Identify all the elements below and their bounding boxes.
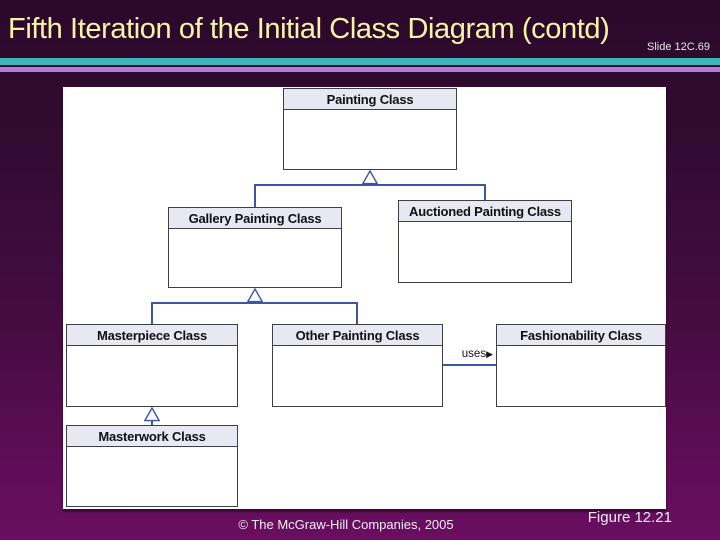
connector-line: [151, 302, 358, 304]
class-box-other-painting-title: Other Painting Class: [273, 325, 442, 346]
class-box-painting: Painting Class: [283, 88, 457, 170]
association-label-text: uses: [461, 348, 487, 360]
class-box-gallery-painting-title: Gallery Painting Class: [169, 208, 341, 229]
class-box-other-painting: Other Painting Class: [272, 324, 443, 407]
association-label: uses▶: [433, 348, 493, 360]
connector-line: [356, 302, 358, 324]
class-box-fashionability-title: Fashionability Class: [497, 325, 665, 346]
association-direction-arrow-icon: ▶: [486, 349, 493, 359]
class-box-other-painting-body: [273, 346, 442, 406]
class-box-auctioned-painting-body: [399, 222, 571, 282]
connector-line: [151, 302, 153, 324]
slide-number: Slide 12C.69: [647, 41, 710, 53]
association-line: [443, 364, 496, 366]
class-box-masterpiece: Masterpiece Class: [66, 324, 238, 407]
class-box-masterpiece-title: Masterpiece Class: [67, 325, 237, 346]
class-box-gallery-painting-body: [169, 229, 341, 287]
class-box-masterwork-title: Masterwork Class: [67, 426, 237, 447]
generalization-triangle-icon: [144, 407, 160, 422]
generalization-triangle-icon: [362, 170, 378, 185]
connector-line: [254, 184, 256, 207]
class-box-gallery-painting: Gallery Painting Class: [168, 207, 342, 288]
class-box-painting-body: [284, 110, 456, 169]
connector-line: [151, 421, 153, 425]
class-box-fashionability-body: [497, 346, 665, 406]
class-box-fashionability: Fashionability Class: [496, 324, 666, 407]
class-box-masterwork-body: [67, 447, 237, 506]
title-rule-teal: [0, 58, 720, 65]
page-title: Fifth Iteration of the Initial Class Dia…: [8, 13, 610, 45]
generalization-triangle-icon: [247, 288, 263, 303]
figure-label: Figure 12.21: [587, 509, 672, 526]
title-rule-violet: [0, 67, 720, 72]
class-box-auctioned-painting: Auctioned Painting Class: [398, 200, 572, 283]
copyright-text: © The McGraw-Hill Companies, 2005: [238, 517, 454, 532]
class-box-painting-title: Painting Class: [284, 89, 456, 110]
class-box-auctioned-painting-title: Auctioned Painting Class: [399, 201, 571, 222]
connector-line: [484, 184, 486, 200]
connector-line: [254, 184, 486, 186]
class-box-masterpiece-body: [67, 346, 237, 406]
class-box-masterwork: Masterwork Class: [66, 425, 238, 507]
